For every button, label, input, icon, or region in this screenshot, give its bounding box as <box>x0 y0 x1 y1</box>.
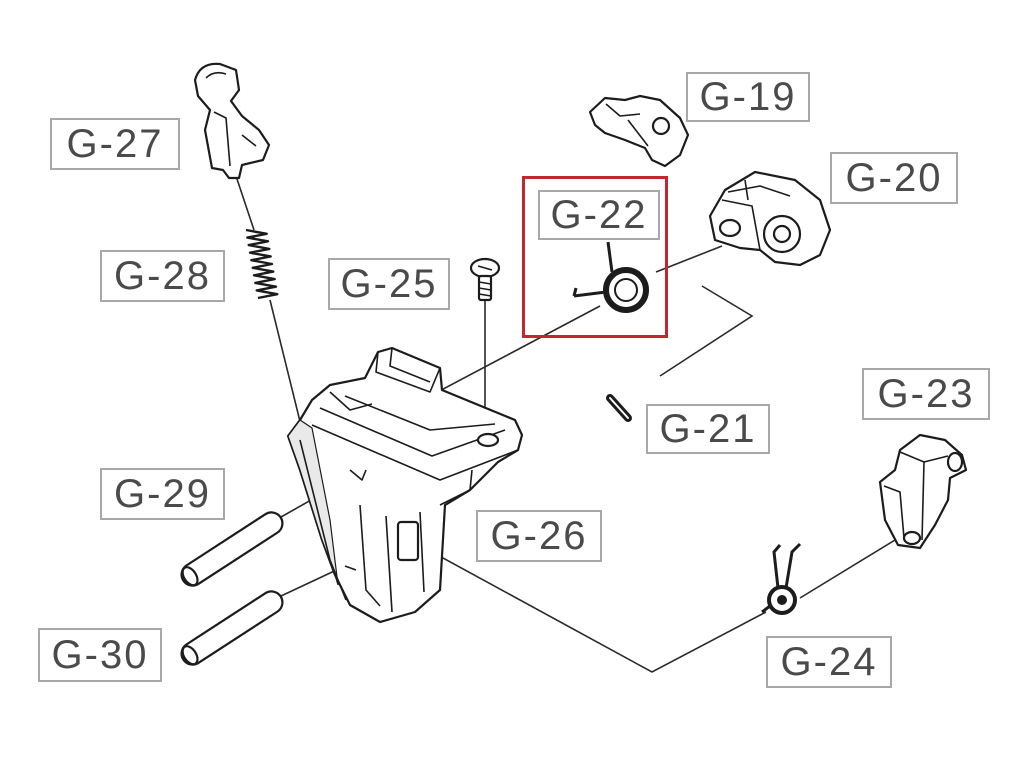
label-g21: G-21 <box>646 404 770 454</box>
label-g19: G-19 <box>686 72 810 122</box>
part-g29-drawing <box>180 511 284 587</box>
label-g28: G-28 <box>100 250 225 302</box>
part-g28-drawing <box>245 228 279 300</box>
label-g24: G-24 <box>766 636 892 688</box>
part-g20-drawing <box>708 170 832 267</box>
leader-g27-to-spring <box>235 175 255 231</box>
label-g25: G-25 <box>328 258 450 310</box>
label-g29: G-29 <box>100 468 225 520</box>
label-g30: G-30 <box>38 628 162 682</box>
part-g21-drawing <box>606 394 632 422</box>
part-g26-drawing <box>286 346 524 624</box>
leader-g20-to-g21 <box>659 285 754 377</box>
part-g22-drawing <box>572 241 649 313</box>
part-g27-drawing <box>193 62 271 180</box>
leader-g24-to-frame <box>409 539 767 673</box>
highlight-box-g22 <box>522 176 668 338</box>
part-g24-drawing <box>761 542 802 615</box>
part-g19-drawing <box>588 94 690 168</box>
label-g20: G-20 <box>830 152 958 204</box>
part-g30-drawing <box>180 590 284 666</box>
leader-g22-to-frame <box>429 305 601 397</box>
part-g23-drawing <box>878 433 968 550</box>
label-g26: G-26 <box>476 510 602 562</box>
leader-g23-to-g24 <box>799 539 896 599</box>
label-g27: G-27 <box>50 118 180 170</box>
label-g22: G-22 <box>538 190 660 240</box>
label-g23: G-23 <box>862 368 990 420</box>
part-g25-drawing <box>469 257 501 302</box>
